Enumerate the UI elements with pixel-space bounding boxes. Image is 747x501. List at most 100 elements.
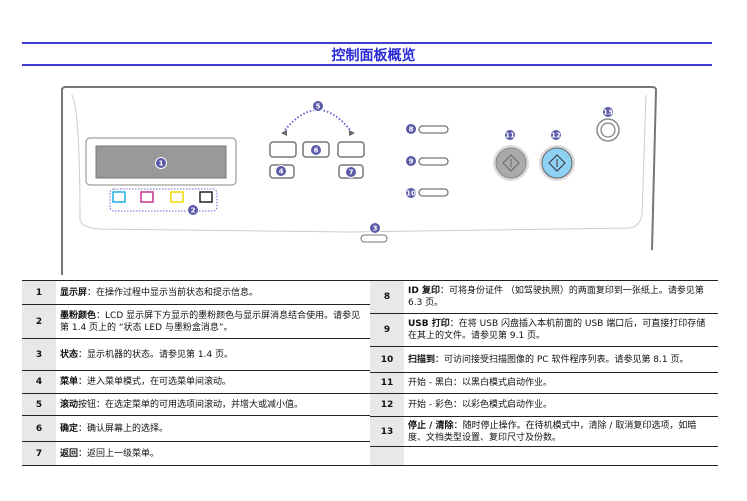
item-number: 10 — [370, 346, 404, 373]
scan-to-button — [418, 188, 449, 197]
start-icon — [502, 154, 520, 172]
callout-badge — [345, 166, 357, 178]
callout-badge — [369, 222, 381, 234]
item-term: 返回 — [60, 448, 79, 459]
item-term: 墨粉颜色 — [60, 310, 97, 321]
table-row: 11 开始 - 黑白：以黑白模式启动作业。 — [370, 372, 718, 394]
item-term: 停止 / 清除 — [408, 420, 454, 431]
callout-number: 6 — [314, 147, 319, 155]
callout-number: 11 — [505, 132, 515, 140]
callout-badge — [405, 155, 417, 167]
item-number: 9 — [370, 313, 404, 347]
callout-number: 13 — [603, 109, 613, 117]
item-number: 12 — [370, 393, 404, 417]
callout-badge — [275, 165, 287, 177]
item-description: 开始 - 彩色：以彩色模式启动作业。 — [404, 393, 718, 417]
item-description: 滚动按钮：在选定菜单的可用选项间滚动，并增大或减小值。 — [56, 393, 370, 416]
item-description: 返回：返回上一级菜单。 — [56, 441, 370, 466]
callout-number: 5 — [316, 103, 321, 111]
scroll-right-button — [337, 141, 365, 158]
item-description: USB 打印：在将 USB 闪盘插入本机前面的 USB 端口后，可直接打印存储在… — [404, 313, 718, 347]
item-text: ：进入菜单模式，在可选菜单间滚动。 — [78, 377, 232, 387]
item-number: 5 — [22, 393, 56, 416]
item-number: 8 — [370, 280, 404, 314]
item-number: 1 — [22, 280, 56, 305]
callout-badge — [602, 106, 614, 118]
item-description: 确定：确认屏幕上的选择。 — [56, 415, 370, 442]
callout-badge — [155, 157, 167, 169]
item-number: 7 — [22, 441, 56, 466]
table-row — [370, 446, 718, 466]
title-rule-top — [22, 42, 712, 44]
item-description: 开始 - 黑白：以黑白模式启动作业。 — [404, 372, 718, 394]
callout-number: 8 — [409, 126, 414, 134]
item-description: ID 复印：可将身份证件 （如驾驶执照）的两面复印到一张纸上。请参见第 6.3 … — [404, 280, 718, 314]
toner-group-outline — [109, 188, 218, 212]
usb-print-button — [418, 157, 449, 166]
id-copy-button — [418, 125, 449, 134]
table-row: 12 开始 - 彩色：以彩色模式启动作业。 — [370, 393, 718, 417]
item-text: ：可访问接受扫描图像的 PC 软件程序列表。请参见第 8.1 页。 — [435, 354, 689, 365]
item-number: 2 — [22, 304, 56, 339]
item-text: ：显示机器的状态。请参见第 1.4 页。 — [78, 349, 234, 360]
item-text: ：确认屏幕上的选择。 — [78, 423, 169, 434]
callout-badge — [312, 100, 324, 112]
callout-number: 3 — [373, 225, 378, 233]
toner-icons — [112, 191, 213, 203]
callout-number: 7 — [349, 169, 354, 177]
item-text: ：可将身份证件 （如驾驶执照）的两面复印到一张纸上。请参见第 6.3 页。 — [408, 286, 704, 308]
magenta-toner-icon — [140, 191, 154, 203]
item-term: 显示屏 — [60, 287, 88, 298]
callout-badge — [405, 123, 417, 135]
callout-badge — [310, 144, 322, 156]
start-icon — [548, 154, 566, 172]
callout-badge — [405, 187, 417, 199]
item-description: 扫描到：可访问接受扫描图像的 PC 软件程序列表。请参见第 8.1 页。 — [404, 346, 718, 373]
callout-number: 4 — [279, 168, 284, 176]
item-number: 3 — [22, 338, 56, 371]
item-number — [370, 446, 404, 466]
item-description: 显示屏：在操作过程中显示当前状态和提示信息。 — [56, 280, 370, 305]
item-text: 开始 - 彩色：以彩色模式启动作业。 — [408, 400, 552, 410]
page-title: 控制面板概览 — [331, 48, 416, 64]
item-term: 滚动 — [60, 399, 79, 410]
item-number: 11 — [370, 372, 404, 394]
item-number: 6 — [22, 415, 56, 442]
callout-badge — [504, 129, 516, 141]
item-term: 确定 — [60, 423, 79, 434]
black-toner-icon — [199, 191, 213, 203]
item-description: 菜单：进入菜单模式，在可选菜单间滚动。 — [56, 370, 370, 394]
item-description: 墨粉颜色：LCD 显示屏下方显示的墨粉颜色与显示屏消息结合使用。请参见第 1.4… — [56, 304, 370, 339]
item-term: 状态 — [60, 349, 79, 360]
item-text: 按钮：在选定菜单的可用选项间滚动，并增大或减小值。 — [78, 399, 304, 410]
callout-badge — [550, 129, 562, 141]
left-arrow-icon — [281, 130, 287, 136]
item-text: ：LCD 显示屏下方显示的墨粉颜色与显示屏消息结合使用。请参见第 1.4 页上的… — [60, 310, 361, 333]
scroll-arc — [284, 109, 351, 131]
item-text: ：在将 USB 闪盘插入本机前面的 USB 端口后，可直接打印存储在其上的文件。… — [408, 319, 706, 341]
right-arrow-icon — [349, 130, 355, 136]
item-number: 4 — [22, 370, 56, 394]
item-text: 开始 - 黑白：以黑白模式启动作业。 — [408, 378, 552, 388]
panel-outline — [61, 86, 658, 275]
item-description: 状态：显示机器的状态。请参见第 1.4 页。 — [56, 338, 370, 371]
callout-number: 1 — [159, 160, 164, 168]
callout-number: 10 — [406, 190, 416, 198]
item-term: USB 打印 — [408, 319, 450, 329]
title-rule-bottom — [22, 64, 712, 66]
item-text: ：在操作过程中显示当前状态和提示信息。 — [87, 287, 259, 298]
callout-number: 2 — [191, 207, 196, 215]
scroll-left-button — [269, 141, 297, 158]
